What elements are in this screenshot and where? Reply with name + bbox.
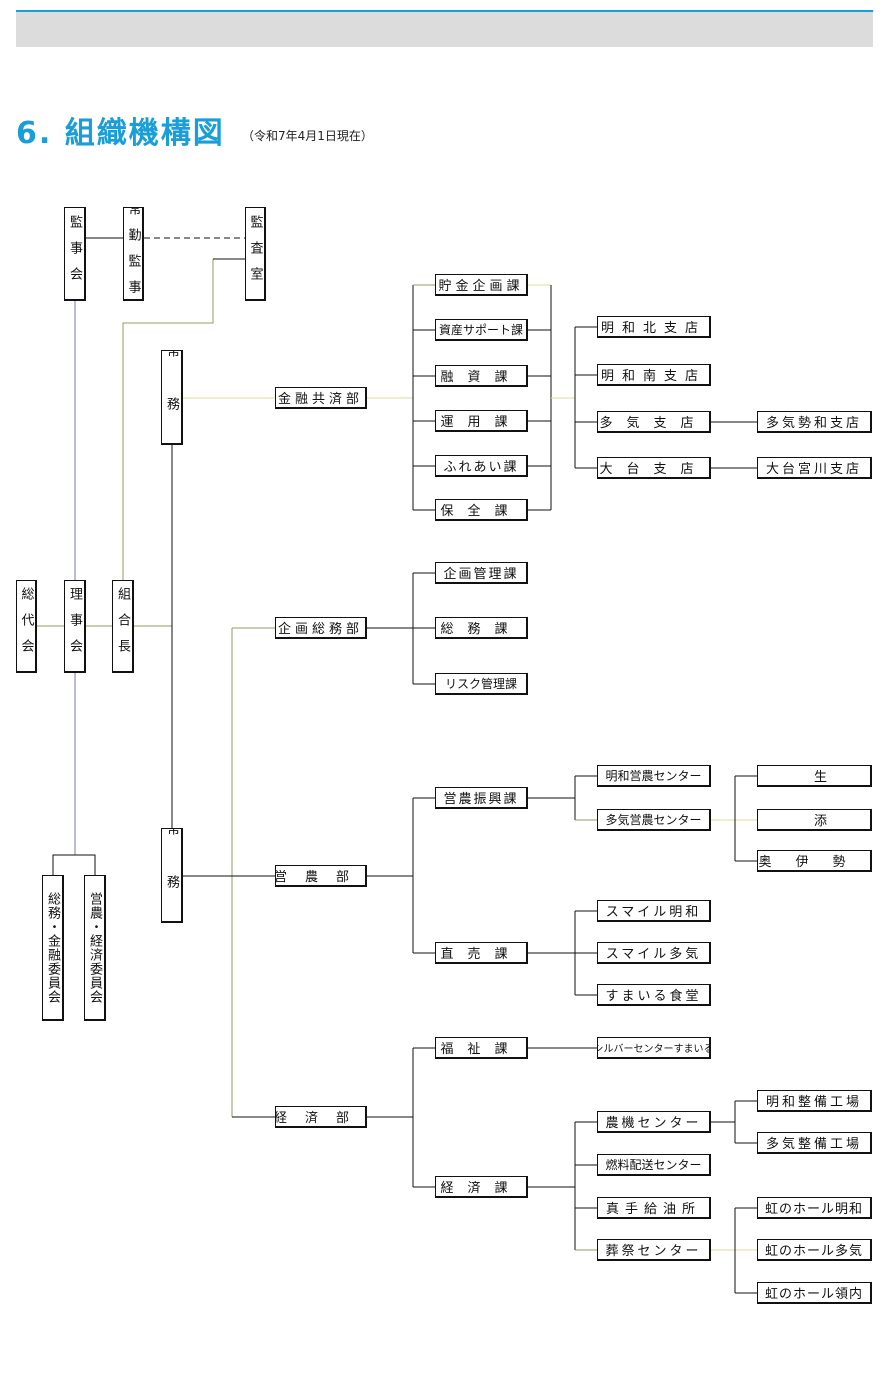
box-kansa: 監査室 [245,207,266,301]
box-kanjikai: 監事会 [64,207,86,301]
section-unyo: 運用課 [435,410,528,432]
section-somu: 総務課 [435,617,528,639]
hall-niji-meiwa: 虹のホール明和 [757,1197,872,1219]
header-band [16,10,873,47]
page-title: 6. 組織機構図 [16,116,225,151]
section-chokubai: 直売課 [435,942,528,964]
center-meiwa-einou: 明和営農センター [597,765,711,787]
branch-taki: 多気支店 [597,411,711,433]
workshop-taki-seibi: 多気整備工場 [757,1132,872,1154]
branch-taki-seiwa: 多気勢和支店 [757,411,872,433]
box-kumiaicho: 組合長 [112,580,134,673]
section-hozen: 保全課 [435,499,528,521]
center-sosai: 葬祭センター [597,1239,711,1261]
dept-einou: 営農部 [275,865,367,887]
office-nyu: 丹生 [757,765,872,787]
store-smile-meiwa: スマイル明和 [597,900,711,922]
page-date: （令和7年4月1日現在） [242,129,373,143]
dept-keizai: 経済部 [275,1106,367,1128]
center-taki-einou: 多気営農センター [597,809,711,831]
box-iinkai-somu-kinyu: 総務・金融委員会 [42,875,64,1021]
center-nenryo-haiso: 燃料配送センター [597,1154,711,1176]
branch-meiwa-kita: 明和北支店 [597,316,711,338]
section-kikaku-kanri: 企画管理課 [435,562,528,584]
dept-kinyu-kyosai: 金融共済部 [275,387,367,409]
section-shisan-support: 資産サポート課 [435,319,528,341]
dept-kikaku-somu: 企画総務部 [275,617,367,639]
section-chokin-kikaku: 貯金企画課 [435,274,528,296]
store-smile-taki: スマイル多気 [597,942,711,964]
office-kawazoe: 川添 [757,809,872,831]
section-yushi: 融資課 [435,365,528,387]
box-rijikai: 理事会 [64,580,86,673]
hall-niji-ryonai: 虹のホール領内 [757,1282,872,1304]
box-jokin-kanji: 常勤監事 [123,207,144,301]
section-keizai-ka: 経済課 [435,1176,528,1198]
station-mate-kyuyu: 真手給油所 [597,1197,711,1219]
box-jomu-2: 常務 [161,828,183,923]
box-sodaikai: 総代会 [16,580,37,673]
center-silver-sumairu: シルバーセンターすまいる [597,1037,711,1059]
office-okuise: 奥伊勢 [757,850,872,872]
section-fureai: ふれあい課 [435,455,528,477]
store-sumairu-shokudo: すまいる食堂 [597,984,711,1006]
section-risk-kanri: リスク管理課 [435,673,528,695]
box-jomu-1: 常務 [161,350,183,445]
branch-odai-miyagawa: 大台宮川支店 [757,457,872,479]
workshop-meiwa-seibi: 明和整備工場 [757,1090,872,1112]
box-iinkai-einou-keizai: 営農・経済委員会 [84,875,106,1021]
center-noki: 農機センター [597,1111,711,1133]
section-einou-shinko: 営農振興課 [435,787,528,809]
hall-niji-taki: 虹のホール多気 [757,1239,872,1261]
branch-odai: 大台支店 [597,457,711,479]
section-fukushi: 福祉課 [435,1037,528,1059]
branch-meiwa-minami: 明和南支店 [597,364,711,386]
